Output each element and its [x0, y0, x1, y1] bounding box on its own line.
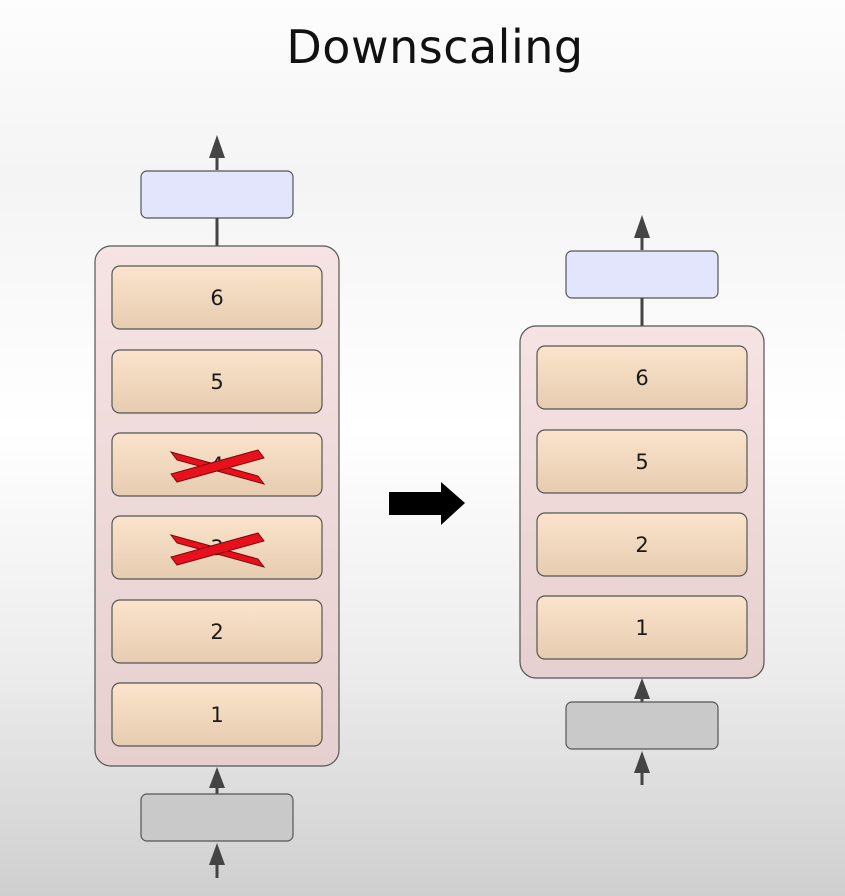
- remove-x-icon: [169, 449, 266, 485]
- layer-label: 2: [635, 533, 648, 557]
- layer-label: 1: [635, 616, 648, 640]
- right-layer: 2: [536, 512, 748, 577]
- right-layer: 6: [536, 345, 748, 410]
- right-layers: 6 5 2 1: [536, 345, 748, 660]
- transition-arrow-icon: [389, 482, 465, 525]
- left-layer-removed: 3: [111, 515, 323, 580]
- left-output-arrow: [209, 135, 225, 170]
- left-layer: 2: [111, 599, 323, 664]
- left-layers: 6 5 4 3: [111, 265, 323, 747]
- right-container-input-arrow: [634, 678, 650, 702]
- left-model: 6 5 4 3: [94, 135, 340, 878]
- layer-label: 1: [210, 703, 223, 727]
- right-model: 6 5 2 1: [519, 215, 765, 785]
- layer-label: 2: [210, 620, 223, 644]
- layer-label: 6: [210, 286, 223, 310]
- left-input-block: [140, 793, 294, 842]
- layer-label: 6: [635, 366, 648, 390]
- left-output-block: [140, 170, 294, 219]
- right-input-block: [565, 701, 719, 750]
- page-title: Downscaling: [286, 20, 584, 74]
- left-layer: 6: [111, 265, 323, 330]
- left-input-arrow: [209, 843, 225, 878]
- left-layer: 1: [111, 682, 323, 747]
- right-input-arrow: [634, 751, 650, 785]
- left-layer-removed: 4: [111, 432, 323, 497]
- left-layer: 5: [111, 349, 323, 414]
- left-container-input-arrow: [209, 767, 225, 794]
- right-output-block: [565, 250, 719, 299]
- remove-x-icon: [169, 532, 266, 568]
- right-layer: 5: [536, 429, 748, 494]
- layer-label: 5: [635, 450, 648, 474]
- right-output-arrow: [634, 215, 650, 250]
- layer-label: 5: [210, 370, 223, 394]
- right-layer: 1: [536, 595, 748, 660]
